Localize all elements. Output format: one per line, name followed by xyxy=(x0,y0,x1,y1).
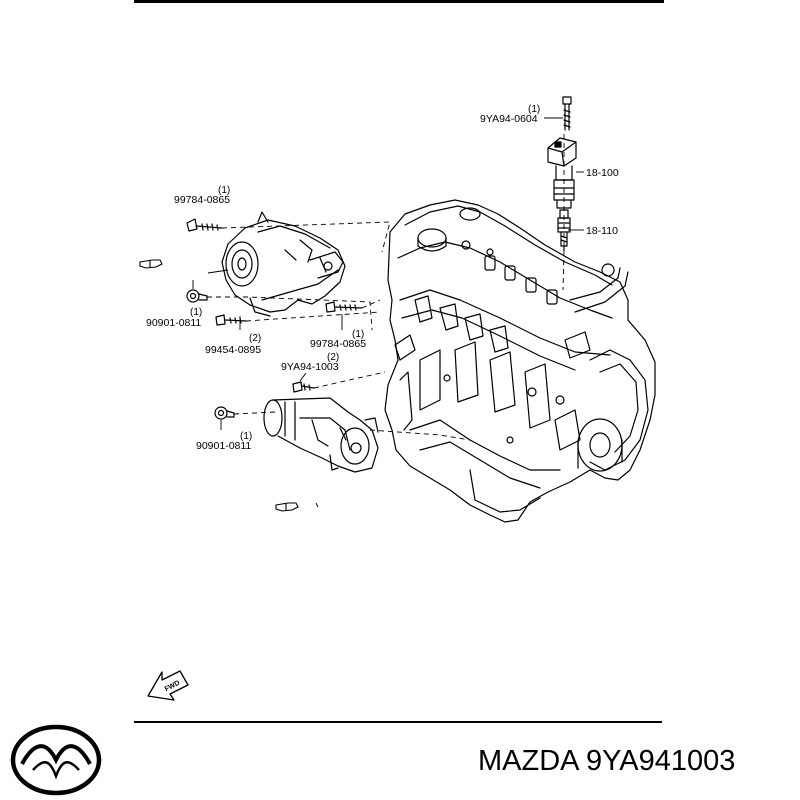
fwd-arrow-icon: FWD xyxy=(147,670,189,701)
bolt-99784-0865-top xyxy=(186,218,223,232)
bolt-9ya94-1003 xyxy=(292,381,315,393)
bolt-99454-0895 xyxy=(215,314,247,326)
part-qty: (1) xyxy=(240,431,253,442)
starter-motor xyxy=(263,397,379,473)
part-number-90901-0811: 90901-0811 xyxy=(196,440,252,452)
ignition-coil-assembly xyxy=(547,96,577,252)
part-number-99784-0865: 99784-0865 xyxy=(310,338,367,350)
pointing-hand-icon xyxy=(139,259,163,269)
mazda-logo-icon xyxy=(10,724,102,796)
part-qty: (2) xyxy=(327,352,340,363)
top-rule xyxy=(134,0,664,3)
nut-90901-0811-top xyxy=(186,289,208,303)
engine-block xyxy=(384,199,656,523)
leader-lines xyxy=(192,117,584,508)
part-qty: (1) xyxy=(352,329,365,340)
bottom-rule xyxy=(134,721,662,723)
part-number-90901-0811: 90901-0811 xyxy=(146,317,202,329)
part-qty: (1) xyxy=(218,185,231,196)
brand-part-number: MAZDA 9YA941003 xyxy=(478,745,736,777)
part-number-18-110: 18-110 xyxy=(586,225,618,237)
part-qty: (1) xyxy=(528,104,541,115)
part-number-99784-0865: 99784-0865 xyxy=(174,194,231,206)
part-qty: (1) xyxy=(190,307,203,318)
dashed-assembly-lines xyxy=(207,134,565,441)
fwd-label: FWD xyxy=(164,680,181,694)
part-number-9ya94-0604: 9YA94-0604 xyxy=(480,113,538,125)
bolt-99784-0865-right xyxy=(325,301,363,313)
part-number-9ya94-1003: 9YA94-1003 xyxy=(281,361,339,373)
part-qty: (2) xyxy=(249,333,262,344)
pointing-hand-icon xyxy=(275,502,299,512)
part-number-18-100: 18-100 xyxy=(586,167,619,179)
nut-90901-0811-bottom xyxy=(214,406,235,420)
part-number-99454-0895: 99454-0895 xyxy=(205,344,262,356)
